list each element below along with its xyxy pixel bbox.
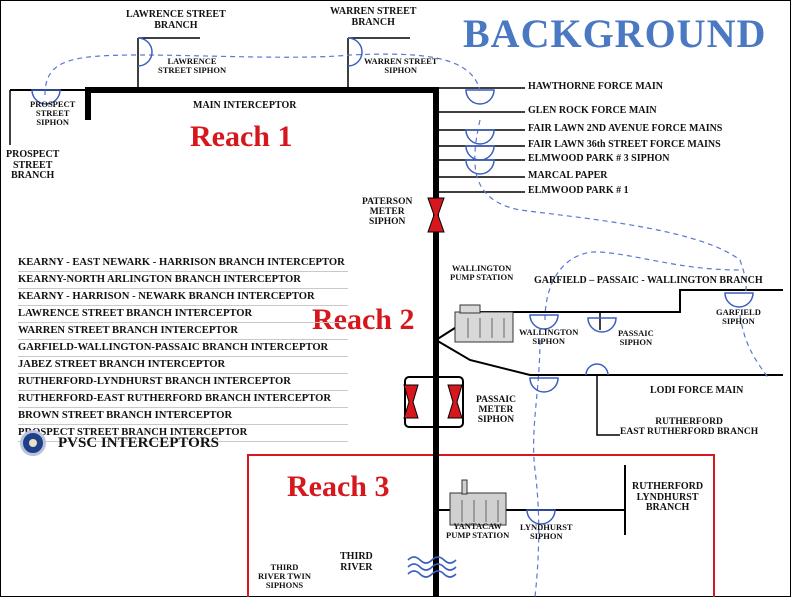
lodi-force-main-label: LODI FORCE MAIN [650,385,744,396]
yantacaw-pump-building [449,479,507,526]
legend-title: PVSC INTERCEPTORS [58,434,220,451]
list-item: LAWRENCE STREET BRANCH INTERCEPTOR [18,306,348,323]
list-item: RUTHERFORD-EAST RUTHERFORD BRANCH INTERC… [18,391,348,408]
right-list-item-2: GLEN ROCK FORCE MAIN [528,105,657,116]
reach-1-label: Reach 1 [190,120,293,153]
rutherford-east-line [596,375,620,436]
passaic-meter-icon [403,376,464,428]
pvsc-seal-icon [20,430,46,456]
list-item: RUTHERFORD-LYNDHURST BRANCH INTERCEPTOR [18,374,348,391]
reach-3-label: Reach 3 [287,470,390,503]
main-interceptor-label: MAIN INTERCEPTOR [193,100,297,111]
right-list-item-3: FAIR LAWN 2ND AVENUE FORCE MAINS [528,123,723,134]
list-item: BROWN STREET BRANCH INTERCEPTOR [18,408,348,425]
list-item: PROSPECT STREET BRANCH INTERCEPTOR [18,425,348,442]
flow-dashed-lines [44,53,769,597]
lodi-line [435,339,783,376]
warren-branch-line [347,37,410,90]
page-title: BACKGROUND [463,11,767,56]
interceptor-list: KEARNY - EAST NEWARK - HARRISON BRANCH I… [18,255,348,442]
paterson-meter-icon [427,197,445,233]
siphon-symbols [31,37,754,525]
list-item: WARREN STREET BRANCH INTERCEPTOR [18,323,348,340]
right-list-item-1: HAWTHORNE FORCE MAIN [528,81,664,92]
reach-2-label: Reach 2 [312,303,415,336]
right-list-item-6: MARCAL PAPER [528,170,608,181]
list-item: GARFIELD-WALLINGTON-PASSAIC BRANCH INTER… [18,340,348,357]
right-list-item-7: ELMWOOD PARK # 1 [528,185,629,196]
right-list-item-5: ELMWOOD PARK # 3 SIPHON [528,153,670,164]
third-river-wave-icon [407,556,457,578]
list-item: KEARNY - HARRISON - NEWARK BRANCH INTERC… [18,289,348,306]
lawrence-branch-line [137,37,200,90]
list-item: KEARNY-NORTH ARLINGTON BRANCH INTERCEPTO… [18,272,348,289]
right-list-item-4: FAIR LAWN 36th STREET FORCE MAINS [528,139,721,150]
pvsc-legend: PVSC INTERCEPTORS [20,430,219,456]
list-item: JABEZ STREET BRANCH INTERCEPTOR [18,357,348,374]
main-interceptor-line [85,87,439,597]
reach-3-box [247,454,715,597]
wallington-pump-building [454,304,514,343]
list-item: KEARNY - EAST NEWARK - HARRISON BRANCH I… [18,255,348,272]
gpw-branch-label: GARFIELD – PASSAIC - WALLINGTON BRANCH [534,275,763,286]
